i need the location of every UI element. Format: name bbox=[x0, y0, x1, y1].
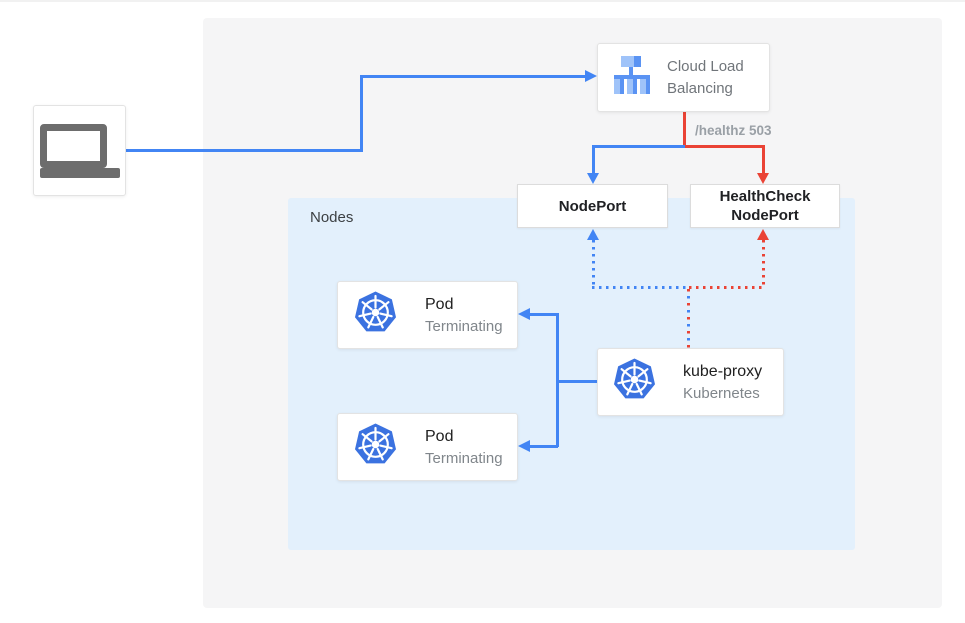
arrowhead-dotted-into-nodeport bbox=[587, 229, 599, 240]
kube-proxy-to-pod1-line bbox=[530, 313, 558, 316]
arrowhead-into-healthcheck-nodeport bbox=[757, 173, 769, 184]
nodeport-node: NodePort bbox=[517, 184, 668, 228]
kube-proxy-dotted-blue-h bbox=[592, 286, 689, 289]
arrowhead-into-pod1 bbox=[518, 308, 530, 320]
lb-red-line-h bbox=[683, 145, 765, 148]
cloud-load-balancing-node: Cloud Load Balancing bbox=[597, 43, 770, 112]
kubernetes-icon bbox=[612, 357, 657, 407]
kube-proxy-dotted-red-h bbox=[689, 286, 765, 289]
client-to-lb-line-h2 bbox=[360, 75, 586, 78]
healthcheck-nodeport-label-line2: NodePort bbox=[731, 207, 799, 224]
kube-proxy-subtitle: Kubernetes bbox=[683, 385, 760, 402]
pod-node-1: Pod Terminating bbox=[337, 281, 518, 349]
arrowhead-dotted-into-healthcheck-nodeport bbox=[757, 229, 769, 240]
lb-red-line-v1 bbox=[683, 112, 686, 148]
healthz-503-label: /healthz 503 bbox=[695, 123, 772, 138]
pod-node-2: Pod Terminating bbox=[337, 413, 518, 481]
pod-labels: Pod Terminating bbox=[425, 293, 503, 337]
kube-proxy-title: kube-proxy bbox=[683, 363, 763, 380]
healthcheck-nodeport-node: HealthCheck NodePort bbox=[690, 184, 840, 228]
cloud-load-balancing-icon bbox=[612, 56, 652, 99]
pod-status: Terminating bbox=[425, 450, 503, 467]
nodeport-label: NodePort bbox=[558, 197, 627, 215]
pod-labels: Pod Terminating bbox=[425, 425, 503, 469]
kube-proxy-labels: kube-proxy Kubernetes bbox=[683, 360, 762, 404]
client-node bbox=[33, 105, 126, 196]
lb-blue-branch-h bbox=[592, 145, 685, 148]
pod-status: Terminating bbox=[425, 318, 503, 335]
client-to-lb-line-v bbox=[360, 75, 363, 152]
kubernetes-icon bbox=[353, 422, 398, 472]
lb-blue-branch-v bbox=[592, 145, 595, 174]
kube-proxy-node: kube-proxy Kubernetes bbox=[597, 348, 784, 416]
arrowhead-into-pod2 bbox=[518, 440, 530, 452]
kube-proxy-to-pod2-line bbox=[530, 445, 558, 448]
kube-proxy-dotted-red-v bbox=[762, 240, 765, 286]
client-to-lb-line-h1 bbox=[126, 149, 362, 152]
kube-proxy-dotted-blue-v bbox=[592, 240, 595, 286]
kubernetes-icon bbox=[353, 290, 398, 340]
kube-proxy-dotted-stem bbox=[687, 289, 690, 348]
pod-title: Pod bbox=[425, 296, 454, 313]
healthcheck-nodeport-label-line1: HealthCheck bbox=[719, 188, 811, 205]
pod-title: Pod bbox=[425, 428, 454, 445]
kube-proxy-to-pods-line-h bbox=[558, 380, 597, 383]
nodes-container-label: Nodes bbox=[310, 209, 354, 226]
laptop-icon bbox=[39, 123, 120, 178]
lb-red-line-v2 bbox=[762, 145, 765, 174]
kube-proxy-to-pods-line-v bbox=[556, 313, 559, 447]
cloud-load-balancing-label: Cloud Load Balancing bbox=[667, 57, 744, 97]
arrowhead-into-cloud-lb bbox=[585, 70, 597, 82]
arrowhead-into-nodeport bbox=[587, 173, 599, 184]
